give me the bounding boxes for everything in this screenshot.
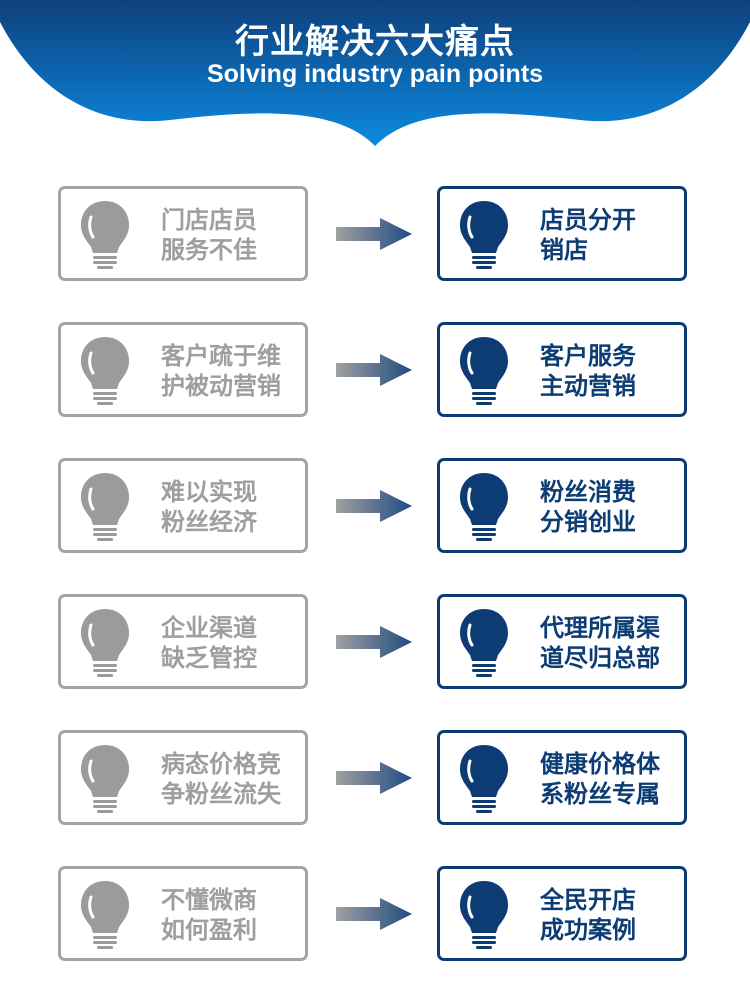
solution-text-line1: 全民开店	[540, 886, 636, 914]
solution-box: 店员分开 销店	[437, 186, 687, 281]
solution-text-line1: 健康价格体	[540, 750, 660, 778]
pain-text-line2: 如何盈利	[161, 916, 257, 944]
solution-box: 健康价格体 系粉丝专属	[437, 730, 687, 825]
pain-text: 不懂微商 如何盈利	[161, 885, 301, 945]
lightbulb-icon	[81, 881, 129, 949]
solution-text-line2: 分销创业	[540, 508, 636, 536]
arrow-right-icon	[336, 218, 412, 250]
pain-box: 门店店员 服务不佳	[58, 186, 308, 281]
pain-box: 不懂微商 如何盈利	[58, 866, 308, 961]
solution-text-line2: 销店	[540, 236, 588, 264]
lightbulb-icon	[81, 201, 129, 269]
pain-text-line1: 门店店员	[161, 206, 257, 234]
lightbulb-icon	[81, 473, 129, 541]
solution-box: 粉丝消费 分销创业	[437, 458, 687, 553]
solution-text-line1: 店员分开	[540, 206, 636, 234]
pain-text: 企业渠道 缺乏管控	[161, 613, 301, 673]
header-subtitle: Solving industry pain points	[206, 60, 544, 88]
pain-text: 门店店员 服务不佳	[161, 205, 301, 265]
pain-text: 病态价格竞 争粉丝流失	[161, 749, 301, 809]
solution-text-line1: 粉丝消费	[540, 478, 636, 506]
lightbulb-icon	[460, 609, 508, 677]
solution-text: 健康价格体 系粉丝专属	[540, 749, 680, 809]
solution-box: 代理所属渠 道尽归总部	[437, 594, 687, 689]
solution-text: 全民开店 成功案例	[540, 885, 680, 945]
solution-text-line1: 代理所属渠	[540, 614, 660, 642]
solution-box: 客户服务 主动营销	[437, 322, 687, 417]
pain-point-row: 门店店员 服务不佳 店员分开 销店	[0, 186, 750, 281]
solution-text-line2: 道尽归总部	[540, 644, 660, 672]
lightbulb-icon	[81, 609, 129, 677]
pain-text-line1: 客户疏于维	[161, 342, 281, 370]
solution-text-line1: 客户服务	[540, 342, 636, 370]
pain-text-line2: 服务不佳	[161, 236, 257, 264]
pain-point-row: 难以实现 粉丝经济 粉丝消费 分销创业	[0, 458, 750, 553]
pain-text-line2: 粉丝经济	[161, 508, 257, 536]
pain-box: 难以实现 粉丝经济	[58, 458, 308, 553]
arrow-right-icon	[336, 354, 412, 386]
solution-text: 客户服务 主动营销	[540, 341, 680, 401]
solution-text: 店员分开 销店	[540, 205, 680, 265]
pain-text: 客户疏于维 护被动营销	[161, 341, 301, 401]
pain-box: 企业渠道 缺乏管控	[58, 594, 308, 689]
header-wave-shape	[0, 0, 750, 146]
header-title: 行业解决六大痛点	[235, 22, 515, 62]
pain-text: 难以实现 粉丝经济	[161, 477, 301, 537]
pain-point-row: 病态价格竞 争粉丝流失 健康价格体 系粉丝专属	[0, 730, 750, 825]
pain-text-line2: 争粉丝流失	[161, 780, 281, 808]
pain-point-row: 企业渠道 缺乏管控 代理所属渠 道尽归总部	[0, 594, 750, 689]
arrow-right-icon	[336, 490, 412, 522]
pain-point-row: 不懂微商 如何盈利 全民开店 成功案例	[0, 866, 750, 961]
solution-box: 全民开店 成功案例	[437, 866, 687, 961]
pain-text-line1: 病态价格竞	[161, 750, 281, 778]
solution-text: 粉丝消费 分销创业	[540, 477, 680, 537]
pain-point-row: 客户疏于维 护被动营销 客户服务 主动营销	[0, 322, 750, 417]
solution-text-line2: 主动营销	[540, 372, 636, 400]
pain-text-line1: 难以实现	[161, 478, 257, 506]
lightbulb-icon	[81, 337, 129, 405]
lightbulb-icon	[460, 201, 508, 269]
pain-points-list: 门店店员 服务不佳 店员分开 销店	[0, 186, 750, 1002]
solution-text-line2: 系粉丝专属	[540, 780, 660, 808]
lightbulb-icon	[81, 745, 129, 813]
lightbulb-icon	[460, 337, 508, 405]
pain-text-line2: 护被动营销	[161, 372, 281, 400]
pain-box: 客户疏于维 护被动营销	[58, 322, 308, 417]
solution-text-line2: 成功案例	[540, 916, 636, 944]
pain-text-line2: 缺乏管控	[161, 644, 257, 672]
solution-text: 代理所属渠 道尽归总部	[540, 613, 680, 673]
lightbulb-icon	[460, 745, 508, 813]
arrow-right-icon	[336, 898, 412, 930]
pain-text-line1: 不懂微商	[161, 886, 257, 914]
arrow-right-icon	[336, 762, 412, 794]
pain-box: 病态价格竞 争粉丝流失	[58, 730, 308, 825]
arrow-right-icon	[336, 626, 412, 658]
header-banner: 行业解决六大痛点 Solving industry pain points	[0, 0, 750, 150]
lightbulb-icon	[460, 473, 508, 541]
lightbulb-icon	[460, 881, 508, 949]
pain-text-line1: 企业渠道	[161, 614, 257, 642]
